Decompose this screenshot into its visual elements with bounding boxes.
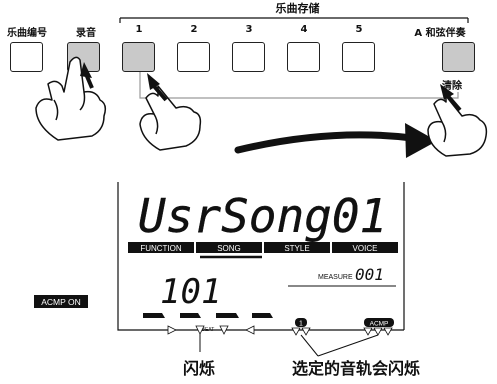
label-track-3: 3 [245, 24, 253, 35]
track-2-button[interactable] [177, 42, 210, 72]
track-5-button[interactable] [342, 42, 375, 72]
label-track-4: 4 [300, 24, 308, 35]
measure-label: MEASURE [318, 274, 353, 281]
track-acmp-indicator: ACMP [370, 321, 389, 328]
track-4-button[interactable] [287, 42, 320, 72]
track-1-button[interactable] [122, 42, 155, 72]
track-a-acmp-button[interactable] [442, 42, 475, 72]
category-voice: VOICE [353, 244, 378, 253]
category-function: FUNCTION [140, 244, 182, 253]
curved-arrow [234, 131, 416, 154]
hand-record-icon [35, 56, 107, 141]
measure-value: 001 [355, 265, 384, 284]
label-clear: 清除 [442, 81, 462, 92]
group-title-song-memory: 乐曲存储 [275, 2, 320, 15]
curved-arrow-head [405, 123, 437, 158]
acmp-on-indicator: ACMP ON [41, 297, 81, 307]
label-track-1: 1 [135, 24, 143, 35]
number-display: 101 [160, 272, 221, 312]
song-name-display: UsrSong01 [138, 189, 387, 243]
category-song: SONG [217, 244, 241, 253]
label-track-a-acmp: A 和弦伴奏 [414, 28, 466, 39]
label-track-5: 5 [355, 24, 363, 35]
label-record: 录音 [76, 28, 96, 39]
hand-track-1-icon [139, 85, 202, 151]
callout-blink: 闪烁 [183, 359, 216, 378]
label-song-number: 乐曲编号 [7, 28, 47, 39]
hand-track-a-icon [427, 95, 488, 157]
callout-selected-tracks-blink: 选定的音轨会闪烁 [292, 359, 421, 378]
connector-line [139, 72, 459, 99]
category-style: STYLE [284, 244, 309, 253]
label-track-2: 2 [190, 24, 198, 35]
track-1-indicator: 1 [299, 321, 303, 328]
beat-label: BEAT [202, 327, 215, 333]
song-number-button[interactable] [10, 42, 43, 72]
track-3-button[interactable] [232, 42, 265, 72]
